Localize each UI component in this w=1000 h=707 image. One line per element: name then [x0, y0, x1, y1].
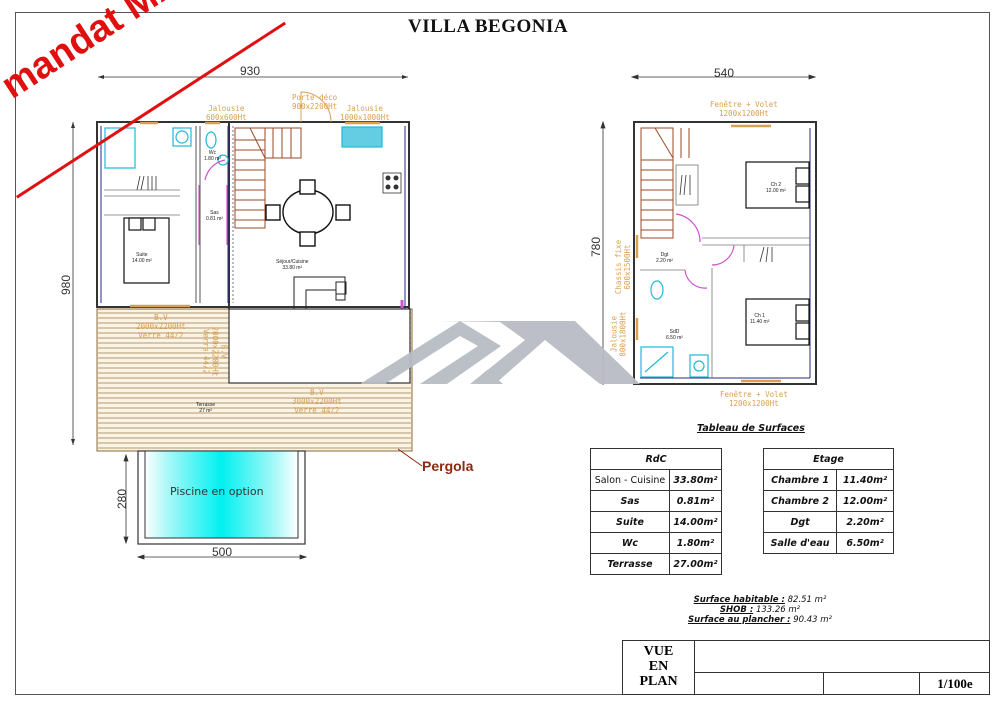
surfaces-table-title: Tableau de Surfaces [697, 423, 805, 434]
salon-overlap [228, 308, 411, 384]
title-block: VUE EN PLAN 1/100e [622, 640, 990, 695]
bathroom-fixtures [640, 280, 709, 378]
surface-summary: Surface habitable : 82.51 m² SHOB : 133.… [640, 595, 880, 625]
dimension-depth-upper [600, 120, 606, 385]
door-swing-porte-deco [300, 91, 332, 123]
dimension-width-upper [630, 74, 817, 80]
dim-upper-width: 540 [714, 66, 735, 80]
ground-stairs [234, 127, 302, 229]
summary-habitable: Surface habitable : 82.51 m² [693, 595, 827, 605]
drawing-title: VILLA BEGONIA [408, 16, 569, 37]
dimension-width-ground [98, 75, 408, 79]
upper-windows [635, 124, 781, 383]
upper-wardrobe [675, 164, 773, 263]
dimension-pool [123, 453, 308, 560]
stove-icon [382, 172, 402, 194]
drawing-frame [15, 12, 990, 695]
pool [137, 450, 306, 545]
bed-suite [123, 217, 170, 284]
dimension-depth-ground [71, 122, 75, 445]
table-rdc-header: RdC [590, 448, 722, 470]
title-block-divider [695, 672, 989, 673]
pool-label: Piscine en option [170, 485, 264, 498]
table-etage-header: Etage [763, 448, 894, 470]
pergola-label: Pergola [422, 458, 474, 474]
view-label: VUE EN PLAN [623, 641, 695, 694]
dim-pool-depth: 280 [115, 488, 130, 510]
title-block-divider [919, 672, 920, 694]
upper-stairs [640, 127, 690, 239]
bed-ch2 [745, 161, 810, 209]
dim-pool-width: 500 [212, 545, 233, 559]
wardrobe [136, 175, 157, 191]
summary-plancher: Surface au plancher : 90.43 m² [688, 615, 832, 625]
dim-ground-depth: 980 [59, 274, 74, 296]
pergola-pointer [397, 448, 423, 467]
upper-doors [675, 213, 735, 289]
title-block-divider [823, 672, 824, 694]
agency-logo [360, 321, 640, 384]
dim-ground-width: 930 [240, 64, 261, 78]
upper-floor-walls [633, 121, 817, 385]
ground-fixtures [104, 126, 383, 169]
dining-table [265, 179, 351, 247]
bed-ch1 [745, 298, 810, 346]
scale-label: 1/100e [937, 676, 973, 691]
summary-shob: SHOB : 133.26 m² [719, 605, 801, 615]
dim-upper-depth: 780 [589, 236, 604, 258]
